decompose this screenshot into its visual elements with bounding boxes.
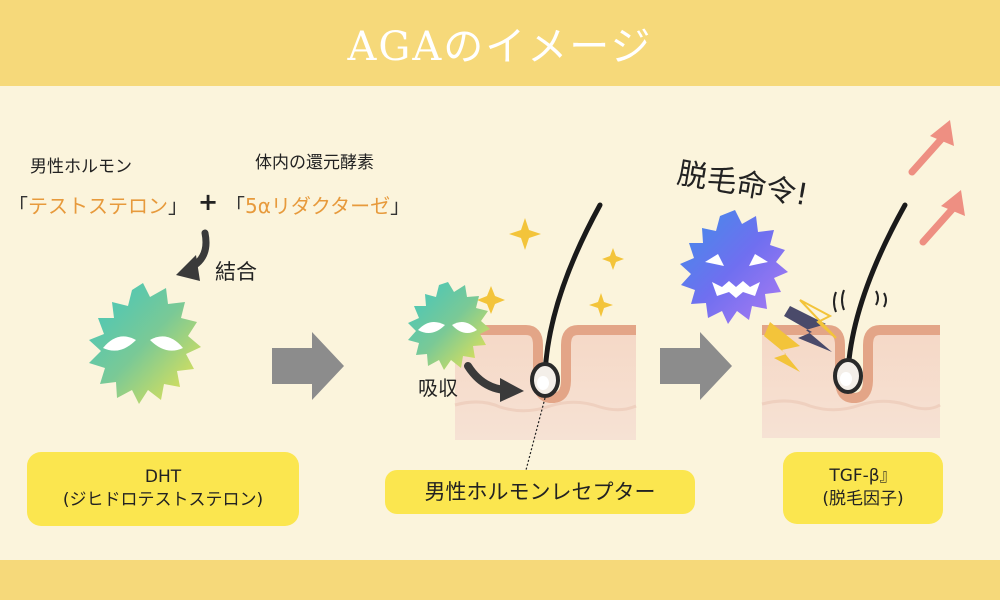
- bracket-close: 」: [390, 194, 411, 218]
- process-arrow-icon: [272, 332, 344, 400]
- bracket-close: 」: [168, 194, 188, 218]
- reductase-name: 5αリダクターゼ: [245, 194, 391, 218]
- tgf-name: TGF-β』: [829, 466, 897, 487]
- lightning-icon: [764, 299, 837, 372]
- page-title: AGAのイメージ: [347, 24, 653, 70]
- reductase-label: 「5αリダクターゼ」: [225, 190, 410, 219]
- testosterone-label: 「テストステロン」: [8, 190, 188, 219]
- plus-sign: +: [198, 188, 219, 216]
- dht-fullname: (ジヒドロテストステロン): [62, 490, 264, 510]
- receptor-pointer-line: [525, 397, 546, 471]
- dht-label-box: DHT (ジヒドロテストステロン): [27, 452, 299, 526]
- sparkle-icon: [477, 218, 624, 317]
- hair-follicle-icon: [454, 202, 637, 440]
- tgf-monster-icon: [680, 210, 788, 324]
- hormone-category-label: 男性ホルモン: [30, 157, 132, 177]
- hair-follicle-right-icon: [761, 202, 941, 438]
- absorb-label: 吸収: [418, 376, 458, 400]
- header-bar: AGAのイメージ: [0, 0, 1000, 86]
- process-arrow-icon: [660, 332, 732, 400]
- receptor-label: 男性ホルモンレセプター: [424, 479, 656, 504]
- up-arrow-icon: [908, 120, 965, 246]
- receptor-label-box: 男性ホルモンレセプター: [385, 470, 695, 514]
- bracket-open: 「: [8, 194, 28, 218]
- testosterone-name: テストステロン: [28, 194, 168, 218]
- enzyme-category-label: 体内の還元酵素: [255, 153, 374, 173]
- dht-monster-small-icon: [408, 282, 490, 370]
- absorb-arrow-icon: [464, 362, 524, 402]
- dht-name: DHT: [144, 467, 182, 488]
- tgf-label-box: TGF-β』 (脱毛因子): [783, 452, 943, 524]
- bind-label: 結合: [215, 260, 257, 284]
- bracket-open: 「: [225, 194, 245, 218]
- dht-monster-icon: [89, 283, 201, 404]
- footer-bar: [0, 560, 1000, 600]
- bind-arrow-icon: [176, 229, 210, 281]
- tgf-description: (脱毛因子): [822, 489, 904, 509]
